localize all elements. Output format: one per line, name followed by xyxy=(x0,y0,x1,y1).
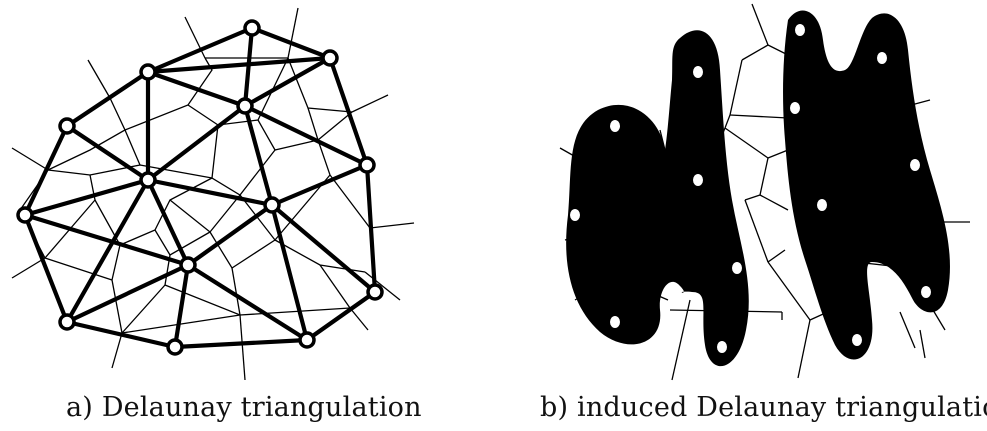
region-right-blob xyxy=(783,10,950,360)
delaunay-edges xyxy=(22,25,378,350)
voronoi-edges xyxy=(11,7,415,381)
caption-delaunay-triangulation: a) Delaunay triangulation xyxy=(66,392,422,423)
region-left-blob xyxy=(566,30,749,367)
panel-delaunay-triangulation: a) Delaunay triangulation xyxy=(0,0,460,431)
induced-delaunay-diagram xyxy=(559,3,970,381)
delaunay-vertices xyxy=(16,19,384,356)
delaunay-diagram xyxy=(11,7,415,381)
caption-induced-delaunay: b) induced Delaunay triangulation xyxy=(540,392,987,423)
panel-induced-delaunay: b) induced Delaunay triangulation xyxy=(520,0,987,431)
induced-vertices xyxy=(570,24,931,353)
